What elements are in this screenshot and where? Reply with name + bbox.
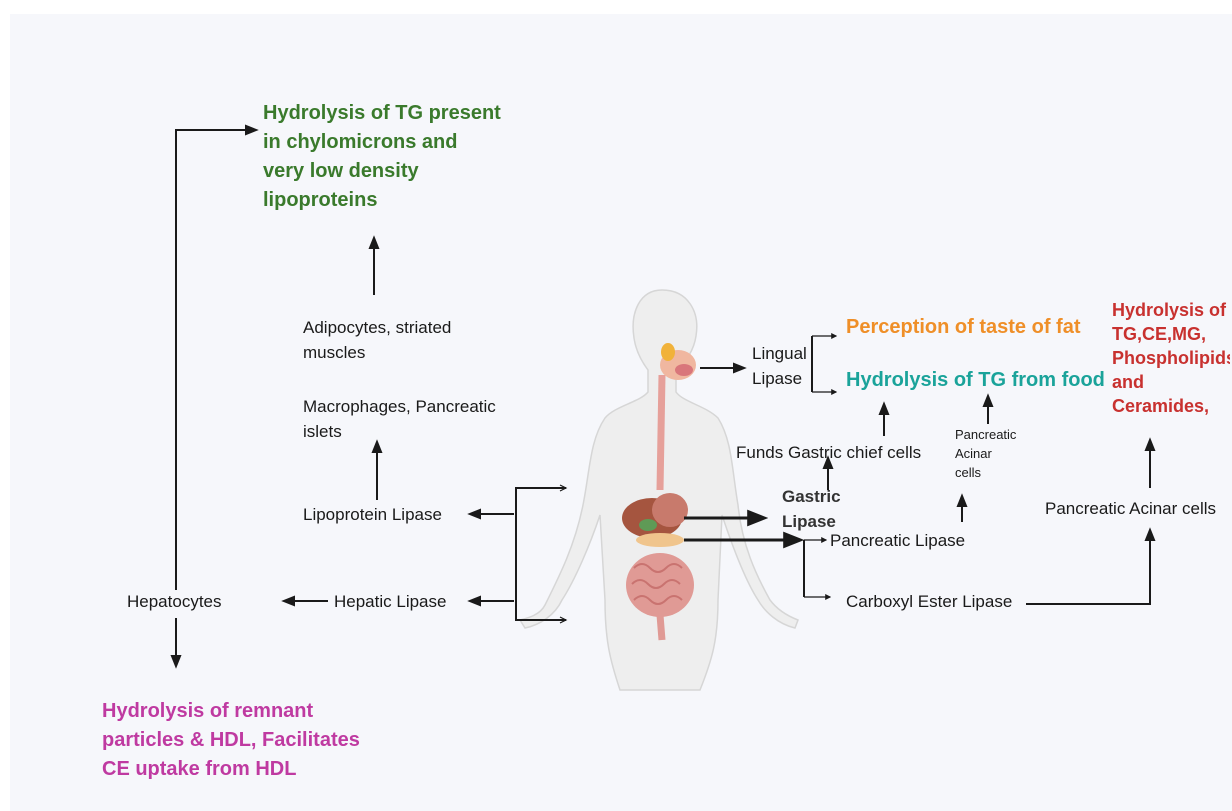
tongue [675, 364, 693, 376]
label-pancreatic-acinar-cells: Pancreatic Acinar cells [1045, 496, 1216, 521]
label-hydrolysis-tg-chylomicrons: Hydrolysis of TG present in chylomicrons… [263, 99, 501, 215]
gallbladder [639, 519, 657, 531]
label-pancreatic-acinar-small: Pancreatic Acinar cells [955, 425, 1016, 482]
label-adipocytes: Adipocytes, striated muscles [303, 315, 451, 365]
label-hydrolysis-food: Hydrolysis of TG from food [846, 366, 1105, 395]
pancreas [636, 533, 684, 547]
label-perception-taste: Perception of taste of fat [846, 313, 1080, 342]
label-pancreatic-lipase: Pancreatic Lipase [830, 528, 965, 553]
label-hydrolysis-remnant: Hydrolysis of remnant particles & HDL, F… [102, 697, 360, 784]
label-lipoprotein-lipase: Lipoprotein Lipase [303, 502, 442, 527]
esophagus [660, 375, 662, 490]
label-hepatocytes: Hepatocytes [127, 589, 222, 614]
stomach [652, 493, 688, 527]
label-gastric-lipase: Gastric Lipase [782, 484, 841, 534]
arrow-carboxyl-to-acinar [1026, 530, 1150, 604]
label-carboxyl-ester-lipase: Carboxyl Ester Lipase [846, 589, 1012, 614]
intestines [626, 553, 694, 617]
arrow-hepatocytes-to-tg-hydrolysis [176, 130, 256, 590]
label-lingual-lipase: Lingual Lipase [752, 341, 807, 391]
label-funds-gastric: Funds Gastric chief cells [736, 440, 921, 465]
label-hydrolysis-tg-ce: Hydrolysis of TG,CE,MG, Phospholipids, a… [1112, 298, 1230, 418]
label-hepatic-lipase: Hepatic Lipase [334, 589, 446, 614]
label-macrophages: Macrophages, Pancreatic islets [303, 394, 496, 444]
rectum [660, 615, 662, 640]
salivary-gland [661, 343, 675, 361]
